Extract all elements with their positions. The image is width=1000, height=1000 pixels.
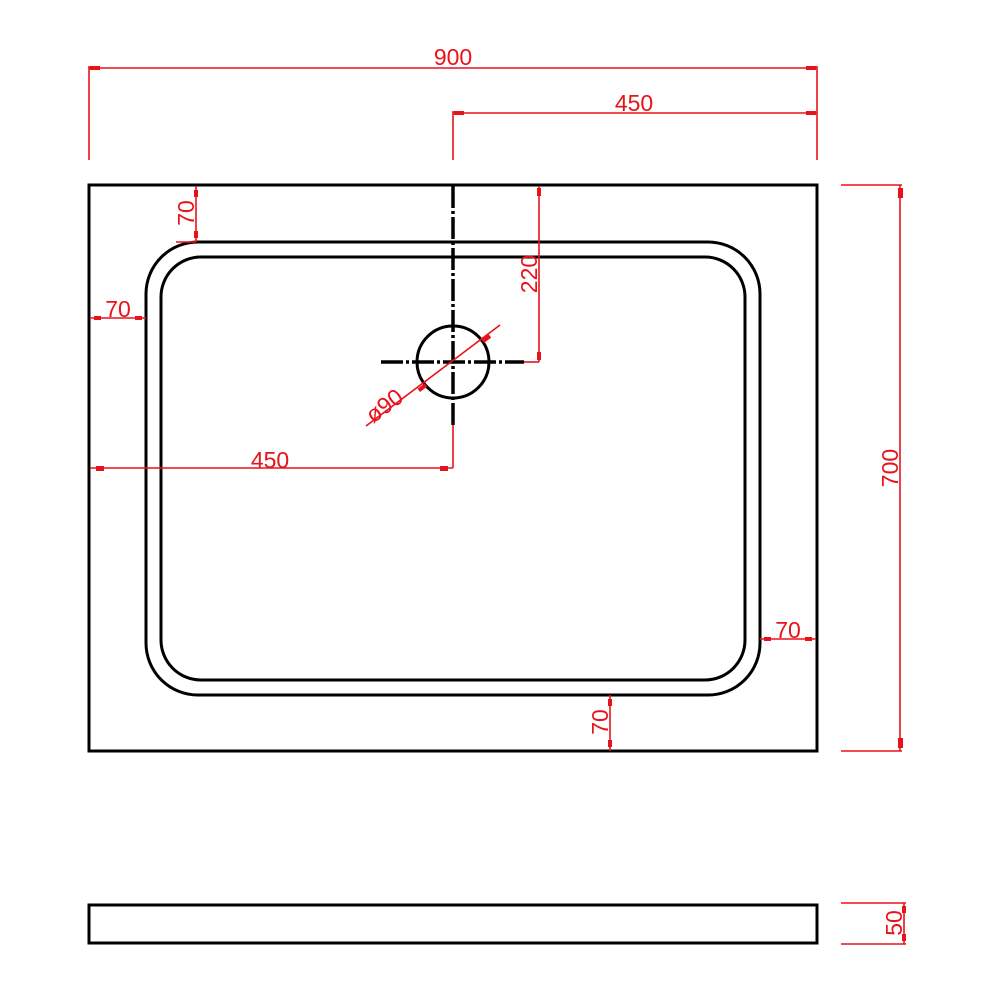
side-view: 50	[87, 902, 907, 945]
dim-label-side-height: 50	[881, 910, 907, 936]
dim-label-rim-left: 70	[105, 296, 131, 322]
dim-rim-left: 70	[90, 296, 146, 322]
dim-overall-depth: 700	[841, 184, 903, 752]
dim-waste-offset-right: 450	[452, 90, 817, 160]
dim-label-rim-right: 70	[775, 617, 801, 643]
dim-rim-right: 70	[760, 617, 816, 643]
dim-label-waste-offset-top: 220	[516, 255, 542, 293]
dim-rim-bottom: 70	[587, 695, 613, 751]
dim-waste-offset-top: 220	[516, 186, 542, 363]
plan-view	[87, 183, 819, 753]
dim-waste-offset-left: 450	[90, 425, 454, 473]
dim-side-height: 50	[841, 902, 907, 945]
waste-outlet	[381, 186, 524, 425]
dim-overall-width: 900	[88, 44, 818, 160]
dim-rim-top: 70	[173, 186, 199, 243]
dim-label-overall-width: 900	[434, 44, 472, 70]
dim-label-rim-top: 70	[173, 200, 199, 226]
dim-label-overall-depth: 700	[877, 449, 903, 487]
dim-label-waste-diameter: ø90	[361, 383, 408, 428]
tray-side-profile	[87, 903, 819, 945]
tray-outer-outline	[87, 183, 819, 753]
dim-label-waste-offset-right: 450	[615, 90, 653, 116]
dim-waste-diameter: ø90	[361, 324, 501, 428]
dim-label-waste-offset-left: 450	[251, 447, 289, 473]
dim-label-rim-bottom: 70	[587, 709, 613, 735]
dimensions: 900 450 450 220	[88, 44, 903, 752]
